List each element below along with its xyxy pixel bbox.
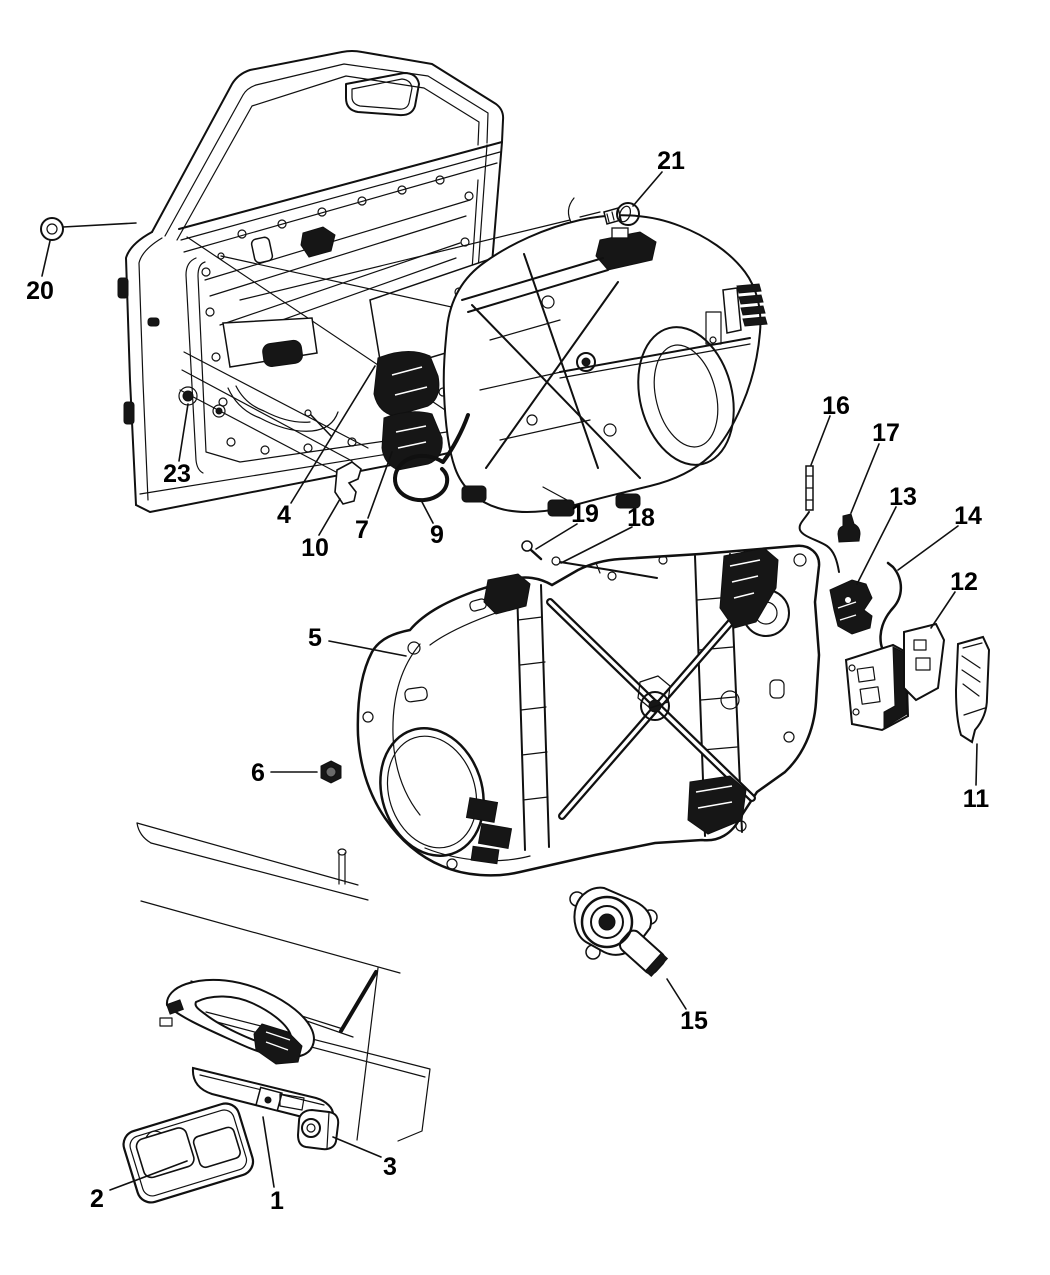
wiring-connector — [705, 283, 768, 345]
leader-line-15 — [666, 978, 687, 1010]
callout-13[interactable]: 13 — [889, 483, 917, 511]
handle-bezel — [122, 1102, 255, 1204]
grommet-20 — [40, 217, 64, 241]
leader-line-20b — [41, 240, 51, 277]
nut-6 — [320, 760, 342, 784]
callout-18[interactable]: 18 — [627, 504, 655, 532]
leader-line-17 — [850, 443, 880, 514]
callout-2[interactable]: 2 — [90, 1185, 104, 1213]
callout-12[interactable]: 12 — [950, 568, 978, 596]
handle-parts-group — [122, 822, 431, 1204]
callout-11[interactable]: 11 — [963, 785, 990, 813]
latch-assembly-12 — [844, 622, 946, 732]
leader-line-7 — [367, 451, 393, 519]
carrier-module-panel — [356, 486, 821, 877]
clip-bracket — [334, 461, 362, 505]
leader-line-21 — [632, 171, 663, 207]
leader-line-19 — [535, 523, 578, 550]
leader-line-5 — [328, 640, 407, 657]
leader-line-1 — [262, 1116, 275, 1188]
lock-cylinder-cap — [296, 1108, 340, 1151]
leader-line-14 — [897, 525, 959, 571]
screw-21 — [603, 202, 640, 226]
leader-line-20a — [62, 222, 137, 228]
callout-1[interactable]: 1 — [270, 1187, 284, 1215]
door-shell — [117, 50, 505, 513]
leader-line-4 — [290, 365, 376, 504]
lock-rod-16 — [798, 465, 840, 573]
callout-23[interactable]: 23 — [163, 460, 191, 488]
callout-14[interactable]: 14 — [954, 502, 982, 530]
callout-20[interactable]: 20 — [26, 277, 54, 305]
latch-parts-group — [798, 465, 991, 744]
release-cable — [392, 413, 470, 502]
callout-6[interactable]: 6 — [251, 759, 265, 787]
leader-line-23 — [178, 403, 189, 462]
leader-line-13 — [856, 506, 897, 585]
callout-21[interactable]: 21 — [657, 147, 685, 175]
callout-4[interactable]: 4 — [277, 501, 291, 529]
callout-17[interactable]: 17 — [872, 419, 900, 447]
latch-link-13 — [829, 579, 873, 635]
leader-line-16 — [810, 415, 831, 466]
window-regulator-assembly — [334, 214, 768, 517]
leader-line-9 — [421, 501, 434, 524]
screw-19 — [521, 486, 568, 561]
leader-line-2 — [109, 1160, 188, 1191]
plug-17 — [837, 513, 861, 543]
grommet-hole-23 — [178, 386, 198, 406]
window-motor — [569, 886, 669, 978]
callout-5[interactable]: 5 — [308, 624, 322, 652]
callout-9[interactable]: 9 — [430, 521, 444, 549]
callout-15[interactable]: 15 — [680, 1007, 708, 1035]
leader-line-11 — [975, 743, 978, 786]
leader-line-10 — [318, 498, 341, 536]
callout-7[interactable]: 7 — [355, 516, 369, 544]
leader-line-4b — [310, 414, 332, 437]
leader-line-18 — [560, 526, 633, 564]
channel-bracket-11 — [954, 635, 991, 744]
latch-cable-14 — [879, 561, 903, 660]
exterior-door-handle — [159, 978, 335, 1126]
callout-10[interactable]: 10 — [301, 534, 329, 562]
door-latch-upper — [373, 351, 443, 471]
callout-16[interactable]: 16 — [822, 392, 850, 420]
leader-lines — [41, 171, 978, 1191]
callout-19[interactable]: 19 — [571, 500, 599, 528]
leader-line-3 — [332, 1136, 382, 1158]
lock-cable-18 — [551, 556, 658, 579]
leader-line-12 — [930, 591, 956, 629]
callout-3[interactable]: 3 — [383, 1153, 397, 1181]
